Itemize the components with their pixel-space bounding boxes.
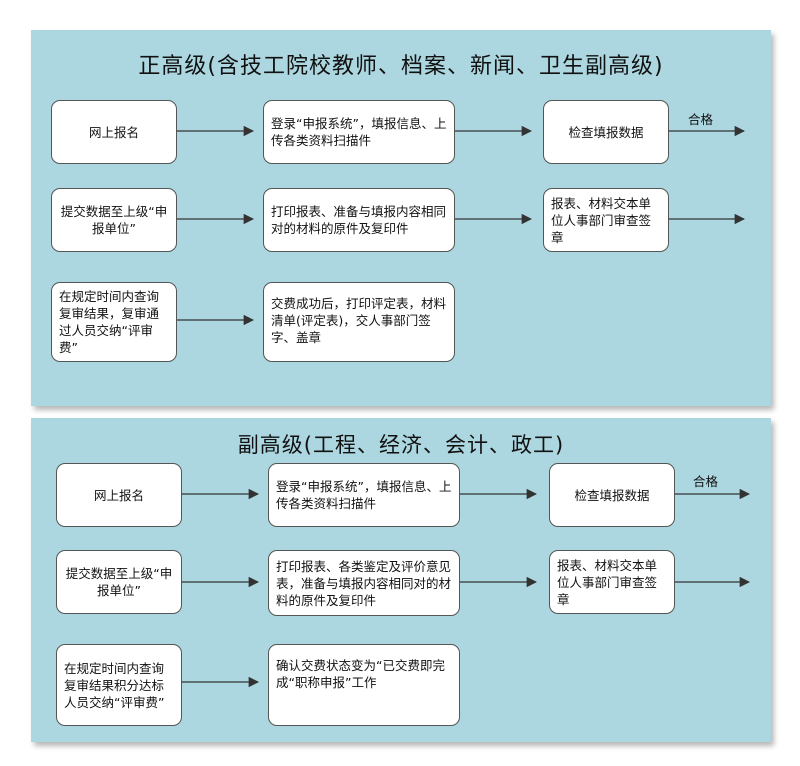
flow-arrows (182, 488, 751, 688)
pass-label: 合格 (688, 112, 714, 127)
step-check-data: 检查填报数据 (543, 100, 669, 164)
step-online-registration: 网上报名 (56, 463, 182, 527)
step-submit-data: 提交数据至上级“申报单位” (51, 188, 177, 252)
flow-arrows (177, 125, 746, 326)
step-print-forms: 交费成功后，打印评定表，材料清单(评定表)，交人事部门签字、盖章 (263, 282, 455, 362)
step-check-data: 检查填报数据 (549, 463, 675, 527)
senior-title-panel: 正高级(含技工院校教师、档案、新闻、卫生副高级) 合格 网上报名 登录“申报系统… (31, 30, 771, 406)
step-print-materials: 打印报表、准备与填报内容相同对的材料的原件及复印件 (263, 188, 455, 252)
step-submit-data: 提交数据至上级“申报单位” (56, 550, 182, 614)
step-online-registration: 网上报名 (51, 100, 177, 164)
step-login-system: 登录“申报系统”，填报信息、上传各类资料扫描件 (263, 100, 455, 164)
panel-title: 副高级(工程、经济、会计、政工) (237, 433, 565, 457)
step-pay-fee: 在规定时间内查询复审结果积分达标人员交纳“评审费” (56, 644, 182, 726)
step-unit-review: 报表、材料交本单位人事部门审查签章 (543, 188, 669, 252)
step-login-system: 登录“申报系统”，填报信息、上传各类资料扫描件 (268, 463, 460, 527)
associate-senior-title-panel: 副高级(工程、经济、会计、政工) 合格 网上报名 登录“申报系统”，填报信息、上… (31, 418, 771, 742)
step-unit-review: 报表、材料交本单位人事部门审查签章 (549, 550, 675, 614)
step-print-materials: 打印报表、各类鉴定及评价意见表，准备与填报内容相同对的材料的原件及复印件 (268, 550, 460, 616)
step-confirm-payment: 确认交费状态变为“已交费即完成“职称申报”工作 (268, 644, 460, 726)
step-pay-fee: 在规定时间内查询复审结果，复审通过人员交纳“评审费” (51, 282, 177, 362)
pass-label: 合格 (693, 474, 719, 489)
panel-title: 正高级(含技工院校教师、档案、新闻、卫生副高级) (138, 54, 664, 79)
